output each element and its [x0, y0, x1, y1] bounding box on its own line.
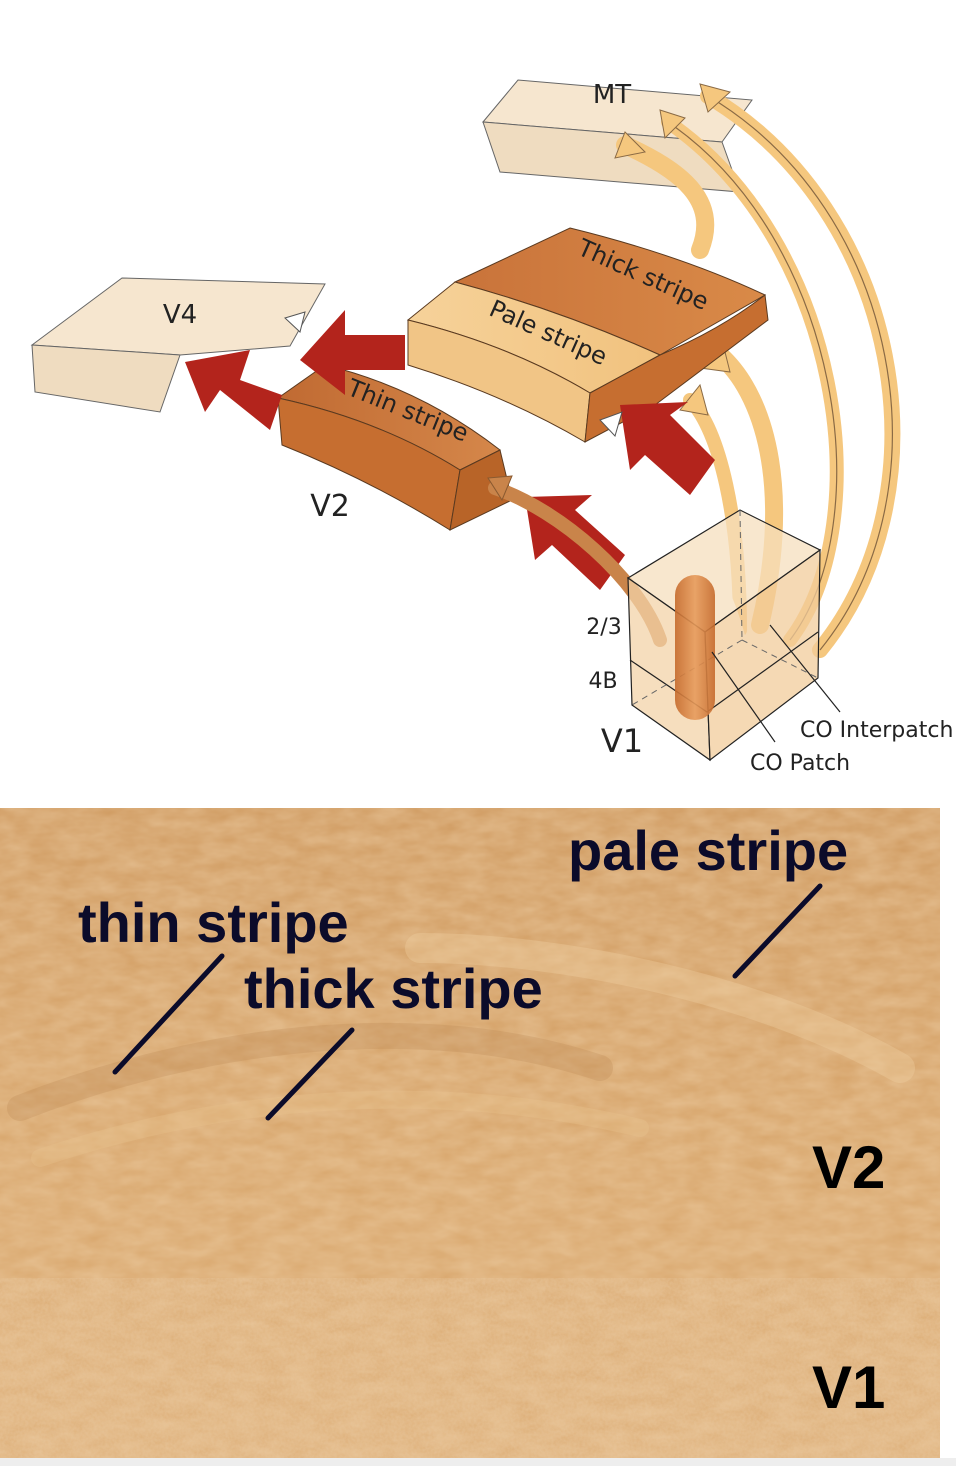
v1-cube: 2/3 4B V1: [586, 509, 822, 762]
pale-band: [405, 933, 915, 1083]
thin-stripe-photo-label: thin stripe: [78, 891, 349, 954]
arrow-outline-2: [707, 95, 893, 651]
interpatch-leader: [769, 624, 841, 713]
arrow-thick-to-mt: [616, 136, 715, 259]
v2-upper-slab: Thick stripe Pale stripe: [406, 227, 769, 443]
arrowhead-thick-2: [679, 383, 709, 416]
stripe-bands: [7, 933, 915, 1167]
co-patch-label: CO Patch: [750, 751, 850, 776]
co-interpatch-label: CO Interpatch: [800, 718, 953, 743]
arrow-outline-1: [667, 121, 838, 641]
v1-cube-side: [704, 548, 821, 762]
v4-label: V4: [163, 300, 197, 330]
callouts: [711, 624, 841, 743]
visual-pathway-diagram: MT V4 Thick stripe Pale stripe: [30, 79, 953, 776]
white-arrowhead-pale: [599, 411, 623, 437]
white-arrowheads: [284, 311, 623, 437]
mt-label: MT: [593, 80, 631, 110]
white-arrowhead-v4: [284, 311, 306, 333]
pale-stripe-pointer: [732, 883, 823, 979]
arrowhead-mt-1: [614, 131, 647, 159]
patch-leader: [711, 651, 776, 743]
v1-granular-texture: [0, 1278, 940, 1458]
thin-stripe-pointer: [112, 953, 225, 1075]
thick-stripe-pointer: [265, 1027, 355, 1121]
v1-diagram-label: V1: [601, 722, 643, 760]
v4-block: V4: [30, 277, 326, 413]
pale-band-2: [31, 1090, 649, 1167]
dark-band-1: [7, 1022, 613, 1121]
pale-stripe-photo-label: pale stripe: [568, 819, 848, 882]
thick-stripe-photo-label: thick stripe: [244, 957, 543, 1020]
red-arrow-pale-to-v4: [300, 310, 405, 395]
layer-4b-label: 4B: [588, 669, 617, 694]
tissue-photograph: pale stripe thin stripe thick stripe V2 …: [0, 808, 940, 1458]
arrowhead-mt-3: [699, 83, 732, 113]
tan-arrowhead-thin: [487, 475, 513, 502]
red-arrow-thin-to-v4: [185, 350, 282, 430]
v4-block-front: [31, 344, 181, 413]
arrowhead-mt-2: [659, 109, 686, 140]
co-patch-column: [675, 575, 715, 720]
photo-pointers: [112, 883, 823, 1121]
v2-label: V2: [310, 489, 350, 524]
v2-photo-label: V2: [812, 1134, 885, 1201]
layer-2-3-label: 2/3: [586, 615, 621, 640]
v1-hidden-edges: [631, 509, 819, 706]
red-arrow-v1-to-pale: [620, 402, 715, 495]
bottom-strip: [0, 1458, 956, 1466]
v1-photo-label: V1: [812, 1354, 885, 1421]
mt-arrow-outlines: [667, 95, 893, 651]
